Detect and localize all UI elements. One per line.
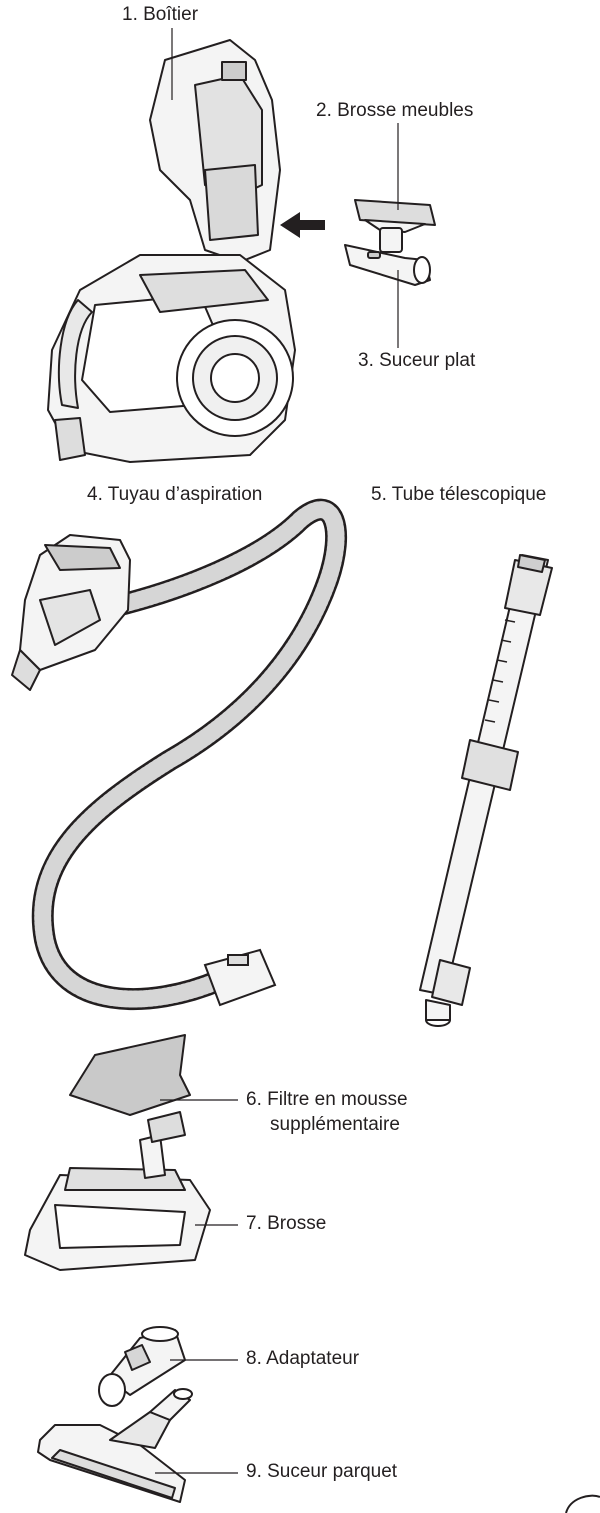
canister-body-drawing xyxy=(48,40,295,462)
label-filtre-line1: 6. Filtre en mousse xyxy=(246,1089,408,1111)
floor-brush-drawing xyxy=(25,1112,210,1270)
label-tube: 5. Tube télescopique xyxy=(371,484,546,506)
furniture-brush-drawing xyxy=(355,200,435,252)
label-suceur-plat: 3. Suceur plat xyxy=(358,350,475,372)
hose-drawing xyxy=(12,510,336,1005)
insert-arrow xyxy=(280,212,325,238)
label-filtre-line2: supplémentaire xyxy=(270,1114,400,1136)
label-boitier: 1. Boîtier xyxy=(122,4,198,26)
foam-filter-drawing xyxy=(70,1035,190,1115)
label-adaptateur: 8. Adaptateur xyxy=(246,1348,359,1370)
label-tuyau: 4. Tuyau d’aspiration xyxy=(87,484,262,506)
corner-mark xyxy=(566,1496,600,1513)
label-suceur-parquet: 9. Suceur parquet xyxy=(246,1461,397,1483)
label-brosse: 7. Brosse xyxy=(246,1213,326,1235)
label-brosse-meubles: 2. Brosse meubles xyxy=(316,100,473,122)
telescopic-tube-drawing xyxy=(420,555,552,1026)
